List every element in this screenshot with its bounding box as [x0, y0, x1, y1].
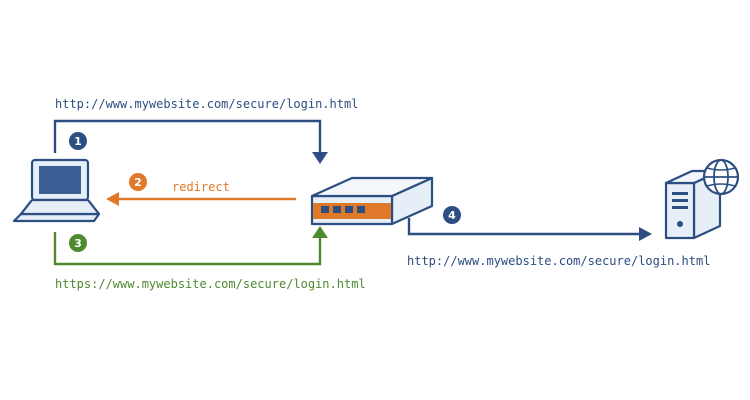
secure-arrow-line	[53, 232, 322, 266]
forward-url-label: http://www.mywebsite.com/secure/login.ht…	[407, 254, 710, 268]
step-4-number: 4	[448, 209, 456, 222]
forward-arrow-line	[407, 218, 640, 236]
forward-arrow-head	[639, 227, 652, 241]
request-arrow-head	[312, 152, 328, 164]
redirect-arrow-head	[106, 192, 119, 206]
globe-icon	[702, 158, 740, 196]
step-2-number: 2	[134, 176, 142, 189]
redirect-label: redirect	[172, 180, 230, 194]
step-2-badge	[129, 173, 147, 191]
step-2-redirect-path: 2 redirect	[106, 173, 296, 206]
secure-arrow-head	[312, 226, 328, 238]
step-3-badge	[69, 234, 87, 252]
laptop-icon	[12, 158, 101, 223]
step-1-badge	[69, 132, 87, 150]
step-1-request-path: http://www.mywebsite.com/secure/login.ht…	[53, 97, 358, 164]
step-3-number: 3	[74, 237, 82, 250]
request-url-label: http://www.mywebsite.com/secure/login.ht…	[55, 97, 358, 111]
step-4-badge	[443, 206, 461, 224]
request-arrow-line	[53, 119, 322, 155]
secure-url-label: https://www.mywebsite.com/secure/login.h…	[55, 277, 366, 291]
step-3-secure-path: 3 https://www.mywebsite.com/secure/login…	[53, 226, 366, 291]
step-1-number: 1	[74, 135, 82, 148]
step-4-forward-path: 4 http://www.mywebsite.com/secure/login.…	[407, 206, 710, 268]
load-balancer-icon	[310, 176, 434, 226]
